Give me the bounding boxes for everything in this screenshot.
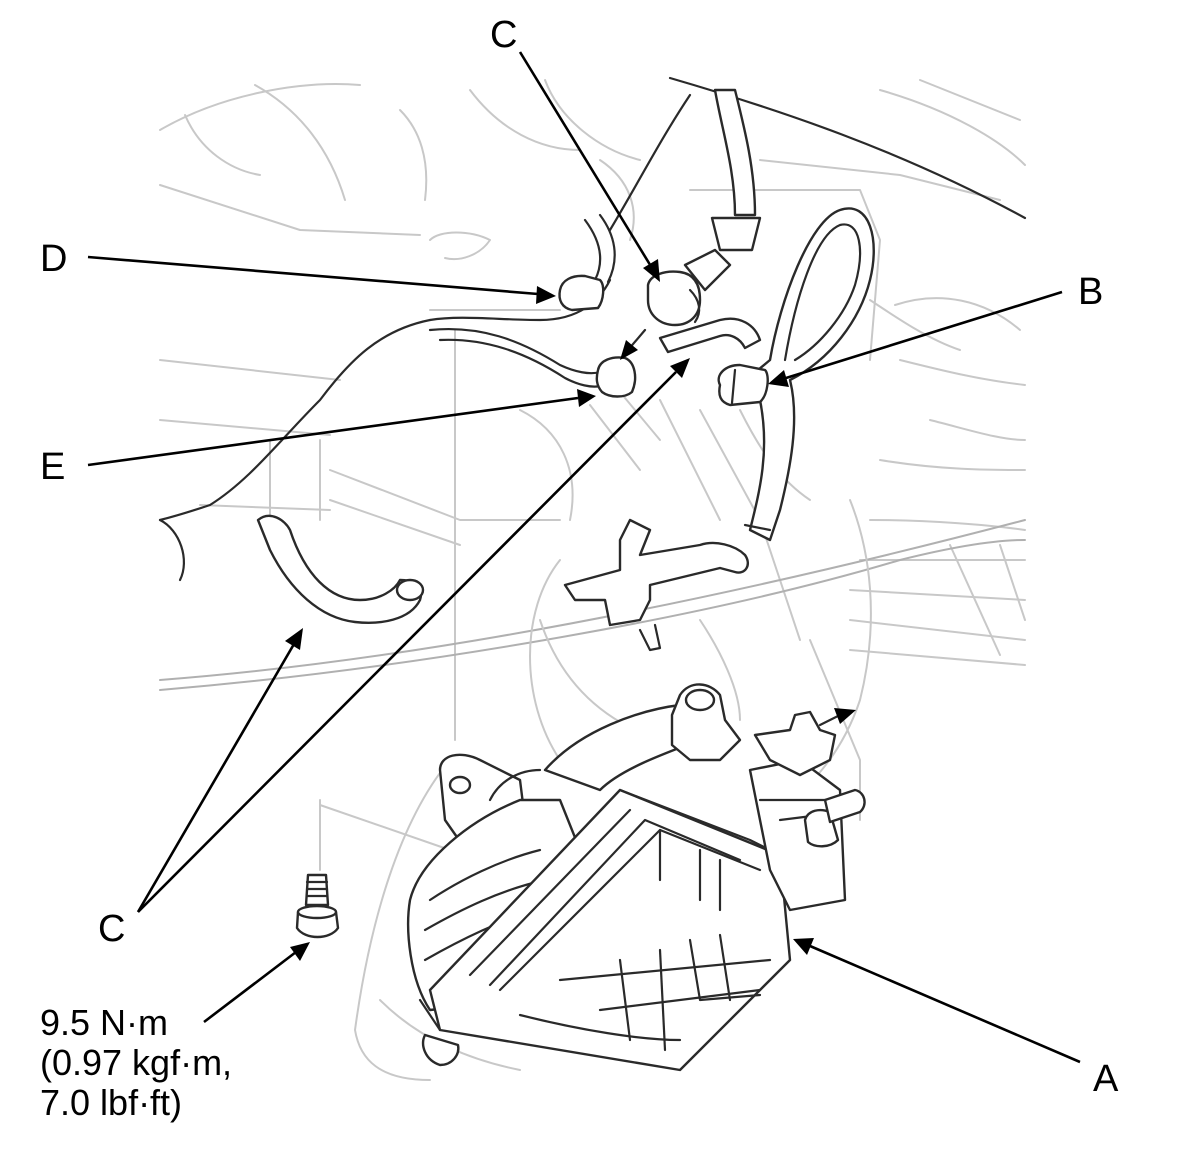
torque-spec-line-3: 7.0 lbf·ft) <box>40 1082 183 1123</box>
mounting-bracket <box>563 518 749 652</box>
torque-spec-line-2: (0.97 kgf·m, <box>40 1042 233 1083</box>
callout-d: D <box>40 238 68 280</box>
torque-spec-line-1: 9.5 N·m <box>40 1002 169 1043</box>
connector-b <box>717 363 769 407</box>
hose-b-loop <box>737 207 875 542</box>
callout-e: E <box>40 446 66 488</box>
body-panel-outline <box>158 76 1027 582</box>
connector-d <box>558 213 616 312</box>
harness-e <box>428 328 637 398</box>
direction-arrows <box>620 328 856 727</box>
hose-c-left <box>256 514 425 624</box>
callout-b: B <box>1078 271 1104 313</box>
connector-c-upper <box>646 248 732 327</box>
callout-c-top: C <box>490 14 518 56</box>
bolt <box>295 873 340 939</box>
hose-top-pair <box>710 88 762 252</box>
torque-spec: 9.5 N·m (0.97 kgf·m, 7.0 lbf·ft) <box>40 1003 232 1123</box>
callout-a: A <box>1093 1058 1119 1100</box>
chassis-background <box>159 79 1026 1081</box>
evap-canister-a <box>407 683 866 1072</box>
leader-lines <box>87 51 1081 1064</box>
pipe-c-middle <box>658 317 762 354</box>
callout-c-bottom: C <box>98 908 126 950</box>
